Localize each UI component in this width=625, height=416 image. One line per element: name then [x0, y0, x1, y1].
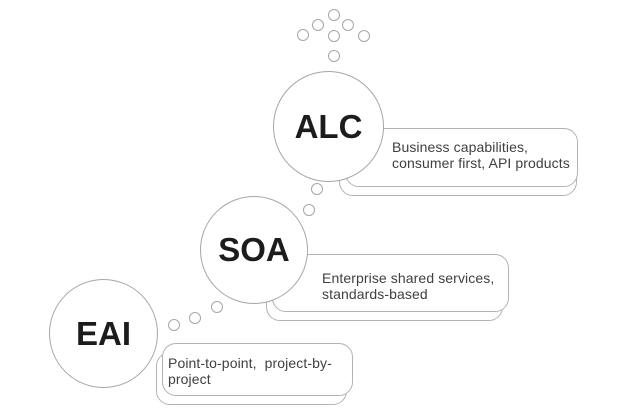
burst-dot-icon: [328, 50, 340, 62]
trail-dot-icon: [168, 319, 180, 331]
eai-callout-box: [162, 343, 353, 396]
alc-description: Business capabilities, consumer first, A…: [392, 139, 570, 171]
eai-label: EAI: [75, 314, 131, 352]
soa-description: Enterprise shared services, standards-ba…: [322, 270, 495, 302]
eai-circle: EAI: [49, 279, 158, 388]
trail-dot-icon: [311, 183, 323, 195]
alc-callout-box: [345, 128, 578, 187]
trail-dot-icon: [303, 204, 315, 216]
burst-dot-icon: [312, 19, 324, 31]
alc-label: ALC: [294, 107, 363, 145]
trail-dot-icon: [189, 312, 201, 324]
trail-dot-icon: [211, 301, 223, 313]
alc-circle: ALC: [273, 71, 384, 182]
eai-description: Point-to-point, project-by- project: [168, 355, 332, 387]
soa-circle: SOA: [200, 196, 308, 304]
burst-dot-icon: [297, 29, 309, 41]
burst-dot-icon: [358, 30, 370, 42]
soa-label: SOA: [218, 231, 290, 268]
soa-callout-box: [272, 254, 509, 312]
burst-dot-icon: [342, 19, 354, 31]
burst-dot-icon: [328, 30, 340, 42]
burst-dot-icon: [328, 9, 340, 21]
